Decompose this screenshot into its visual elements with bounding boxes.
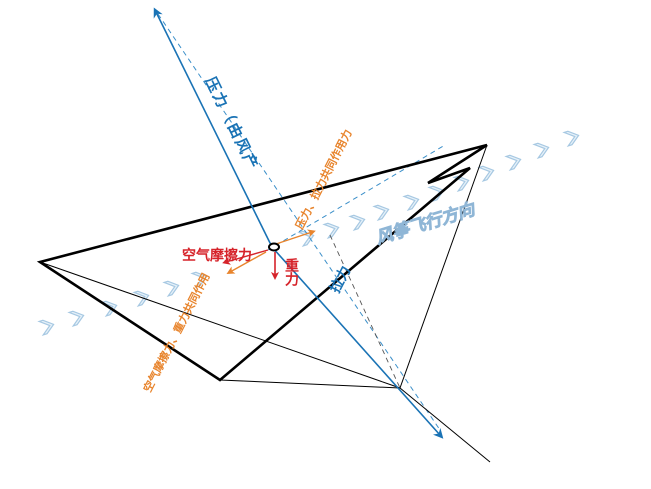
wind-chevron-icon [163, 278, 182, 297]
resultant-friction-gravity-arrow [226, 251, 267, 274]
center-of-pressure-dot [268, 242, 280, 252]
pull-arrow [271, 246, 444, 439]
kite-string [399, 387, 491, 463]
air-friction-label: 空气摩擦力 [182, 247, 252, 264]
wind-chevron-icon [478, 163, 497, 182]
pressure-arrow [153, 7, 273, 248]
bridle-line [39, 261, 401, 389]
wind-chevron-icon [133, 288, 152, 307]
gravity-label: 重力 [283, 257, 299, 287]
wind-chevron-icon [323, 220, 342, 239]
pressure-pull-axis [153, 7, 444, 439]
kite [36, 143, 491, 463]
dashed-line [329, 234, 401, 389]
wind-chevron-icon [453, 173, 472, 192]
wind-chevron-icon [403, 192, 422, 211]
wind-chevron-icon [373, 202, 392, 221]
bridle-line [219, 379, 401, 389]
dashed-line [157, 13, 441, 431]
air-friction-arrow [222, 249, 269, 265]
bridle-line [399, 144, 488, 389]
pressure-pull-resultant-label: 压力、拉力共同作用力 [292, 127, 354, 231]
wind-chevron-icon [505, 152, 524, 171]
wind-chevron-icon [298, 228, 317, 247]
wind-chevron-icon [349, 212, 368, 231]
kite-inner-dashed [39, 144, 486, 389]
wind-chevron-icon [68, 308, 87, 327]
wind-chevron-icon [563, 128, 582, 147]
wind-chevron-icon [533, 140, 552, 159]
kite-outline [36, 143, 488, 382]
wind-chevron-icon [38, 317, 57, 336]
